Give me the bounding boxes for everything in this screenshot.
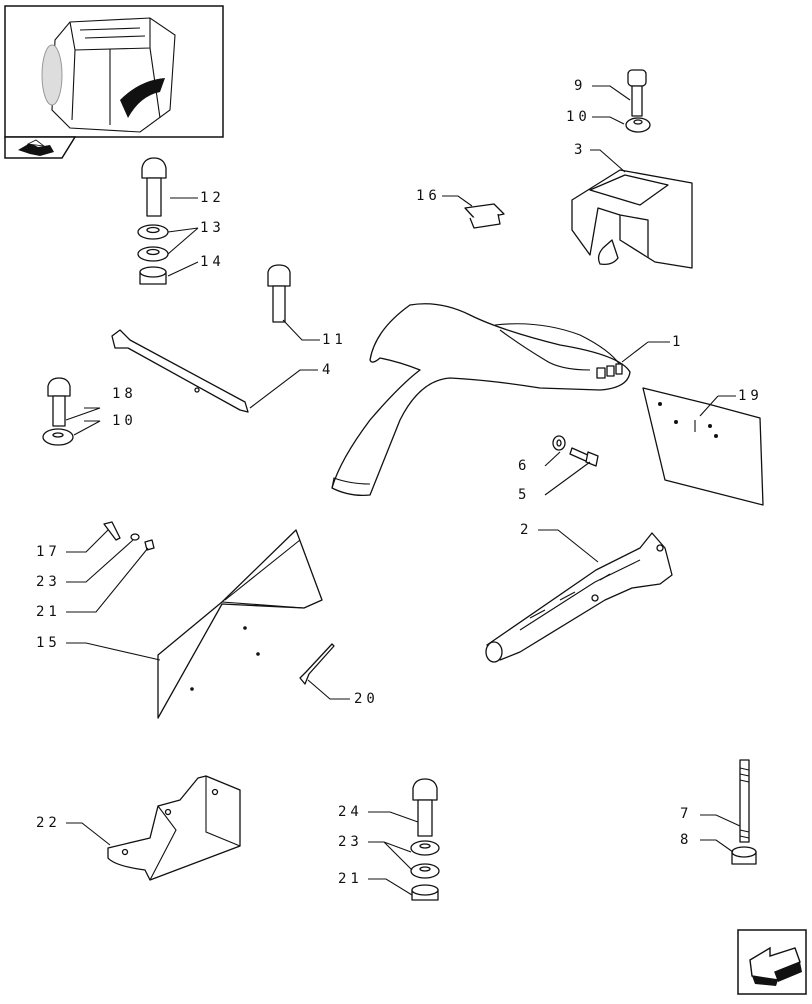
bolt-part-12 [141,157,167,217]
callout-17: 17 [36,544,61,560]
mudguard-part-1 [331,303,631,496]
callout-8: 8 [680,832,692,848]
callout-10-top: 10 [566,109,591,125]
callout-24: 24 [338,804,363,820]
callout-4: 4 [322,362,334,378]
side-panel-part-15 [157,529,323,719]
callout-21-left: 21 [36,604,61,620]
support-rail-part-2 [485,532,673,663]
callout-3: 3 [574,142,586,158]
callout-16: 16 [416,188,441,204]
callout-20: 20 [354,691,379,707]
back-arrow-icon[interactable] [4,136,77,159]
callout-13: 13 [200,220,225,236]
callout-6: 6 [518,458,530,474]
callout-23-left: 23 [36,574,61,590]
callout-9: 9 [574,78,586,94]
callout-11: 11 [322,332,347,348]
callout-7: 7 [680,806,692,822]
callout-10-left: 10 [112,413,137,429]
callout-22: 22 [36,815,61,831]
bolt-part-11 [267,264,291,323]
washer-part-23-small [130,533,140,541]
stud-part-7 [739,759,750,843]
callout-2: 2 [520,522,532,538]
next-page-arrow-icon[interactable] [737,929,807,995]
bracket-part-22 [107,775,241,881]
callout-23-bottom: 23 [338,834,363,850]
screw-part-17 [103,521,121,541]
callout-15: 15 [36,635,61,651]
bolt-part-5 [569,447,599,467]
nut-part-8 [731,846,757,865]
nut-part-21-small [144,539,155,551]
callout-19: 19 [738,388,763,404]
washers-part-13 [137,224,169,262]
callout-labels: 1 2 3 4 5 6 7 8 9 10 10 11 12 13 14 15 1… [36,78,763,887]
nut-part-21 [411,884,439,901]
mudflap-part-19 [642,387,764,506]
plug-part-16 [464,203,505,229]
stay-rod-part-4 [111,329,249,413]
washers-part-23 [410,840,440,879]
callout-1: 1 [672,334,684,350]
leader-lines [65,85,741,896]
callout-21-bottom: 21 [338,871,363,887]
bracket-part-3 [571,169,693,269]
bolt-part-18 [47,377,71,427]
tractor-cab-thumbnail-icon[interactable] [4,5,224,138]
pin-part-20 [299,643,335,685]
bolt-part-24 [412,778,438,837]
callout-5: 5 [518,487,530,503]
washer-part-10-top [625,117,651,133]
callout-14: 14 [200,254,225,270]
nut-part-14 [139,266,167,285]
callout-12: 12 [200,190,225,206]
washer-part-10-left [42,428,74,446]
washer-part-6 [552,435,566,451]
callout-18: 18 [112,386,137,402]
bolt-part-9 [627,69,647,117]
